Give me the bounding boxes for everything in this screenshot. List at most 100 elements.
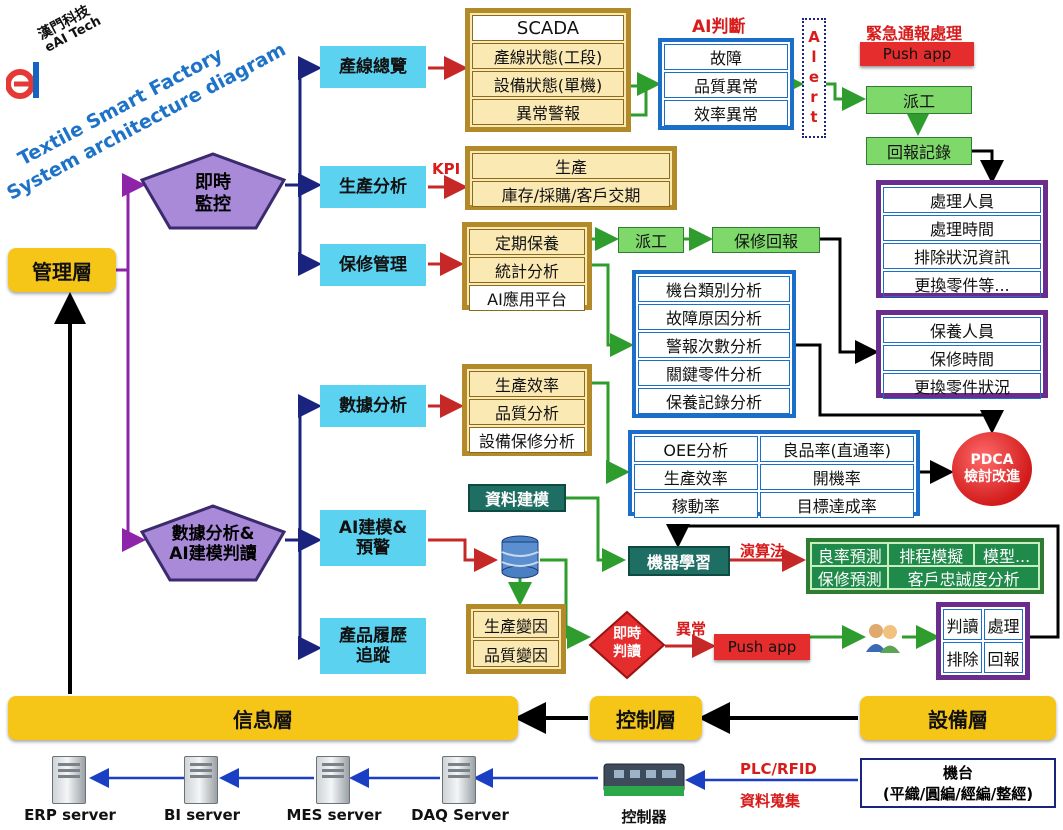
branch-maintenance[interactable]: 保修管理 [320,244,426,286]
alert-label: Alert [805,28,823,128]
database-icon [500,534,540,580]
alert-box[interactable]: Alert [802,18,826,138]
maint-report-box[interactable]: 保修回報 [712,227,820,253]
data-maint[interactable]: 設備保修分析 [469,427,585,453]
maint-ai-platform[interactable]: AI應用平台 [469,285,585,311]
mes-server-icon[interactable] [316,756,350,804]
pdca-circle[interactable]: PDCA 檢討改進 [952,432,1032,506]
maint-frame: 定期保養 統計分析 AI應用平台 [462,222,592,311]
oee-yield[interactable]: 良品率(直通率) [759,436,914,462]
daq-server-label: DAQ Server [411,806,509,824]
scada-alarm[interactable]: 異常警報 [472,99,624,125]
data-efficiency[interactable]: 生產效率 [469,371,585,397]
branch-line-overview[interactable]: 產線總覽 [320,46,426,88]
eai-logo-icon [5,58,46,102]
maint-person[interactable]: 保養人員 [883,317,1041,343]
predict-frame: 良率預測 排程模擬 模型... 保修預測 客戶忠誠度分析 [806,538,1044,594]
branch-production-analysis[interactable]: 生產分析 [320,166,426,208]
production-frame: 生產 庫存/採購/客戶交期 [465,146,677,210]
maint-parts[interactable]: 更換零件狀況 [883,373,1041,399]
data-model-box[interactable]: 資料建模 [468,484,566,512]
handler-parts[interactable]: 更換零件等... [883,271,1041,297]
erp-server-icon[interactable] [52,756,86,804]
oee-efficiency[interactable]: 生產效率 [634,464,758,490]
scada-line-status[interactable]: 產線狀態(工段) [472,43,624,69]
info-layer[interactable]: 信息層 [8,696,518,740]
monitor-label: 即時 監控 [195,172,231,215]
control-layer[interactable]: 控制層 [590,696,702,740]
oee-analysis[interactable]: OEE分析 [634,436,758,462]
predict-loyalty[interactable]: 客戶忠誠度分析 [889,567,1038,588]
realtime-diamond[interactable]: 即時 判讀 [588,610,666,680]
judge-efficiency[interactable]: 效率異常 [664,100,788,126]
bi-server-icon[interactable] [184,756,218,804]
ml-box[interactable]: 機器學習 [628,546,730,576]
maint-time[interactable]: 保修時間 [883,345,1041,371]
scada-title[interactable]: SCADA [472,15,624,41]
realtime-label: 即時 判讀 [613,626,641,660]
plc-label: PLC/RFID [740,760,817,778]
oee-uptime[interactable]: 開機率 [759,464,914,490]
branch-ai-model[interactable]: AI建模& 預警 [320,510,426,566]
scada-device-status[interactable]: 設備狀態(單機) [472,71,624,97]
predict-maint[interactable]: 保修預測 [812,567,888,588]
factor-production[interactable]: 生產變因 [473,611,559,638]
erp-server-label: ERP server [24,806,116,824]
algo-label: 演算法 [740,542,786,560]
oee-target[interactable]: 目標達成率 [759,492,914,518]
data-quality[interactable]: 品質分析 [469,399,585,425]
data-frame: 生產效率 品質分析 設備保修分析 [462,364,592,456]
analysis-alarm-count[interactable]: 警報次數分析 [638,332,790,358]
handler-frame: 處理人員 處理時間 排除狀況資訊 更換零件等... [876,180,1048,298]
monitor-pentagon[interactable]: 即時 監控 [140,152,286,230]
oee-utilization[interactable]: 稼動率 [634,492,758,518]
predict-yield[interactable]: 良率預測 [812,544,888,565]
analysis-label: 數據分析& AI建模判讀 [169,524,257,565]
oee-frame: OEE分析 良品率(直通率) 生產效率 開機率 稼動率 目標達成率 [628,430,920,518]
analysis-key-parts[interactable]: 關鍵零件分析 [638,360,790,386]
controller-label: 控制器 [621,808,667,826]
ai-judge-label: AI判斷 [692,17,746,37]
handler-status[interactable]: 排除狀況資訊 [883,243,1041,269]
scada-frame: SCADA 產線狀態(工段) 設備狀態(單機) 異常警報 [465,8,631,132]
analysis-fault-cause[interactable]: 故障原因分析 [638,304,790,330]
dispatch2-box[interactable]: 派工 [618,227,684,253]
judge-grid-frame: 判讀 處理 排除 回報 [936,602,1030,680]
judge-quality[interactable]: 品質異常 [664,72,788,98]
kpi-label: KPI [432,160,461,178]
abnormal-label: 異常 [676,620,707,638]
factor-quality[interactable]: 品質變因 [473,640,559,667]
judge-report[interactable]: 回報 [984,642,1023,673]
management-layer[interactable]: 管理層 [8,248,116,292]
collect-label: 資料蒐集 [740,792,801,810]
device-layer[interactable]: 設備層 [860,696,1056,740]
maint-periodic[interactable]: 定期保養 [469,229,585,255]
machine-types: (平織/圓編/經編/整經) [882,785,1034,803]
push-app-button[interactable]: Push app [860,42,974,66]
report-record-box[interactable]: 回報記錄 [866,137,972,165]
judge-clear[interactable]: 排除 [943,642,982,673]
predict-schedule[interactable]: 排程模擬 [889,544,974,565]
analysis-pentagon[interactable]: 數據分析& AI建模判讀 [140,504,286,582]
handler-time[interactable]: 處理時間 [883,215,1041,241]
branch-data-analysis[interactable]: 數據分析 [320,385,426,427]
daq-server-icon[interactable] [442,756,476,804]
judge-handle[interactable]: 處理 [984,609,1023,640]
handler-person[interactable]: 處理人員 [883,187,1041,213]
controller-icon[interactable] [600,756,688,800]
analysis-maint-record[interactable]: 保養記錄分析 [638,388,790,414]
pdca-label: PDCA 檢討改進 [964,452,1020,485]
maint-stats[interactable]: 統計分析 [469,257,585,283]
analysis-machine-type[interactable]: 機台類別分析 [638,276,790,302]
dispatch-box[interactable]: 派工 [866,86,972,114]
factors-frame: 生產變因 品質變因 [466,604,566,674]
judge-fault[interactable]: 故障 [664,44,788,70]
production-title[interactable]: 生產 [472,153,670,179]
branch-product-trace[interactable]: 產品履歷 追蹤 [320,618,426,674]
judge-read[interactable]: 判讀 [943,609,982,640]
production-inventory[interactable]: 庫存/採購/客戶交期 [472,181,670,207]
machine-box[interactable]: 機台 (平織/圓編/經編/整經) [860,758,1056,808]
predict-model[interactable]: 模型... [975,544,1038,565]
push-app2-button[interactable]: Push app [714,634,810,660]
